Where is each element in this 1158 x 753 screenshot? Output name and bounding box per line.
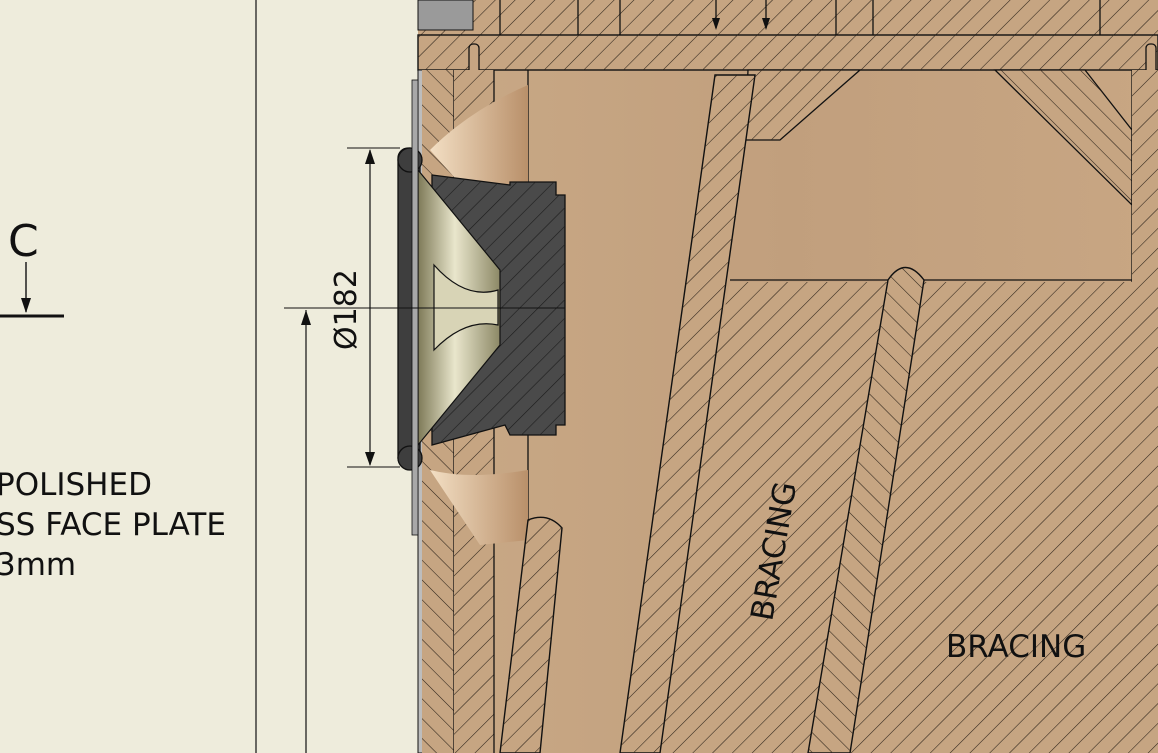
cabinet-section	[417, 0, 1158, 753]
note-line-3: 3mm	[0, 547, 76, 583]
note-line-1: POLISHED	[0, 467, 152, 503]
section-marker-label: C	[8, 216, 39, 267]
section-arrow-head	[21, 298, 31, 313]
diameter-dimension	[301, 147, 400, 753]
bracing-label-right: BRACING	[946, 629, 1086, 665]
note-line-2: SS FACE PLATE	[0, 507, 226, 543]
diameter-dimension-label: Ø182	[329, 269, 364, 350]
